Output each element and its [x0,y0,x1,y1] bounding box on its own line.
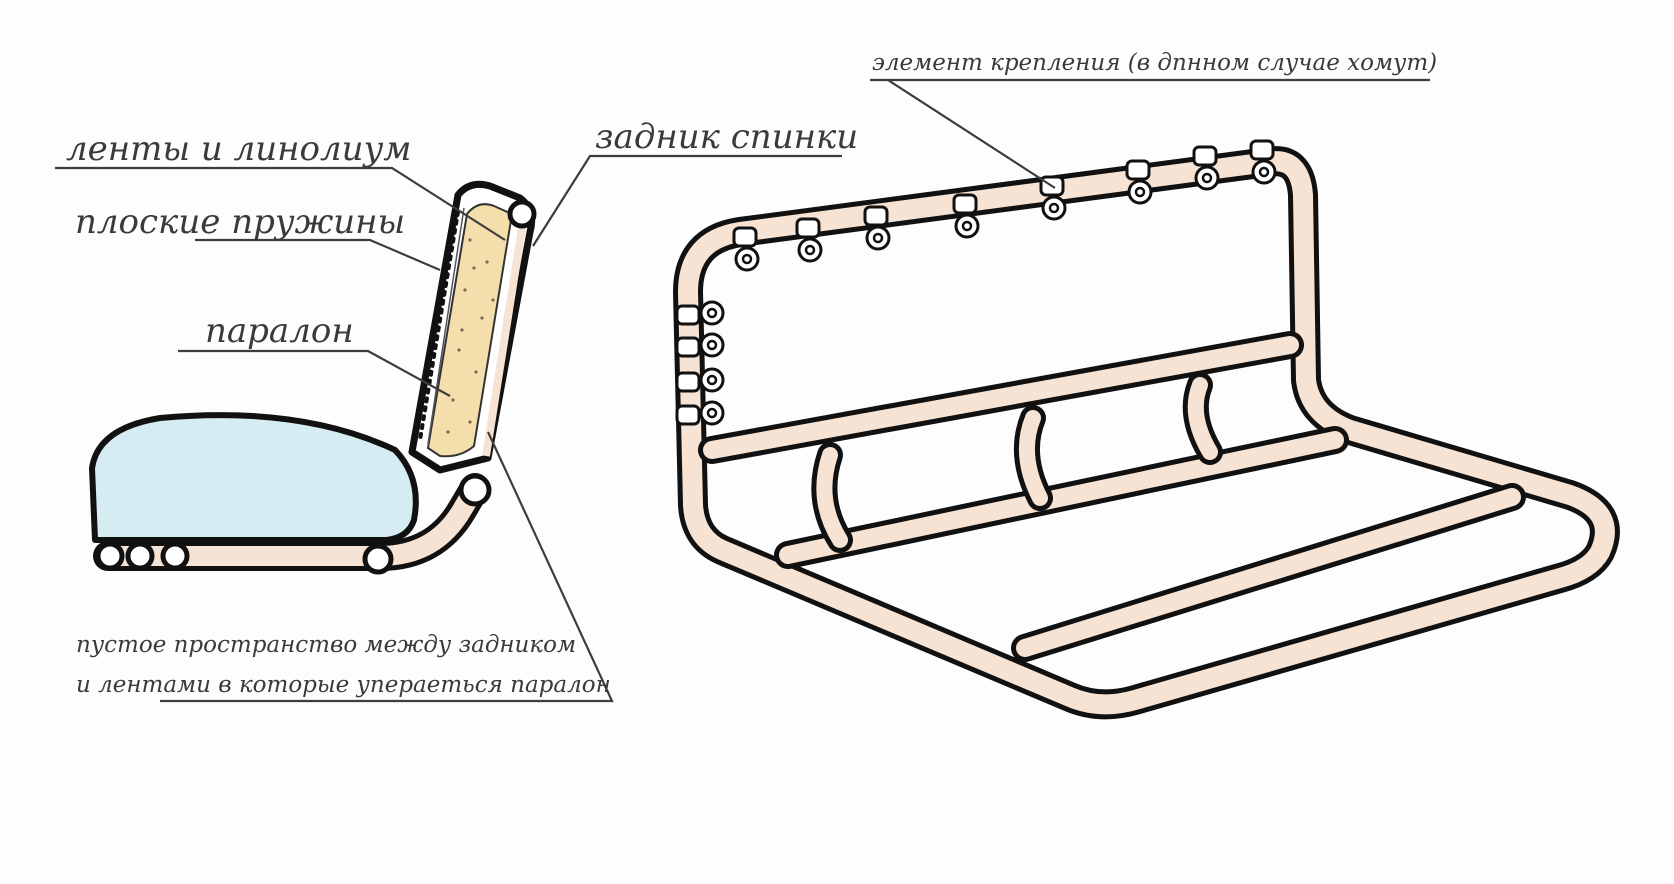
clamp-side-2 [675,332,725,358]
seat-cushion [89,412,419,543]
frame-main-loop [678,151,1615,715]
leader-ribbons [55,166,506,241]
tube-section-front-1 [95,541,125,571]
clamp-top-4 [952,193,980,239]
leader-lines [55,78,1430,703]
clamps-top [732,139,1277,272]
seat-crossbar-front [1016,488,1521,657]
section-view [89,180,537,575]
frame-view [673,139,1620,720]
back-rail-tube [482,227,526,457]
leader-flat-springs [195,238,441,272]
clamp-top-6 [1125,159,1153,205]
clamp-top-3 [863,205,891,251]
tube-section-top [507,199,537,229]
tube-section-front-2 [125,541,155,571]
clamp-top-8 [1249,139,1277,185]
tube-sections [95,199,537,575]
clamps-side [675,300,725,426]
clamp-top-7 [1192,145,1220,191]
clamp-side-1 [675,300,725,326]
label-empty-space-line1: пустое пространство между задником [76,632,576,658]
leader-foam [178,349,451,397]
flat-springs-strip [418,210,460,442]
tube-section-front-3 [160,541,190,571]
clamp-top-2 [795,217,823,263]
label-fastener: элемент крепления (в дпнном случае хомут… [872,50,1437,76]
leader-fastener [870,78,1430,189]
label-foam: паралон [205,311,354,351]
clamp-side-4 [675,400,725,426]
label-ribbons-linoleum: ленты и линолиум [66,129,411,169]
tube-section-rear [362,543,394,575]
ribbons-strip [427,207,465,445]
clamp-top-1 [732,226,760,272]
foam-texture [446,238,495,434]
label-flat-springs: плоские пружины [75,202,405,242]
vertical-struts [811,372,1223,553]
leader-empty-space [160,431,614,703]
seat-crossbar-rear [779,431,1344,564]
tube-section-bend [458,473,492,507]
leader-back-panel [532,154,842,247]
clamp-side-3 [675,367,725,393]
back-crossbar [703,336,1299,459]
label-empty-space-line2: и лентами в которые упераеться паралон [76,672,611,698]
labels: ленты и линолиум плоские пружины паралон… [66,50,1437,698]
label-back-panel: задник спинки [595,117,858,157]
